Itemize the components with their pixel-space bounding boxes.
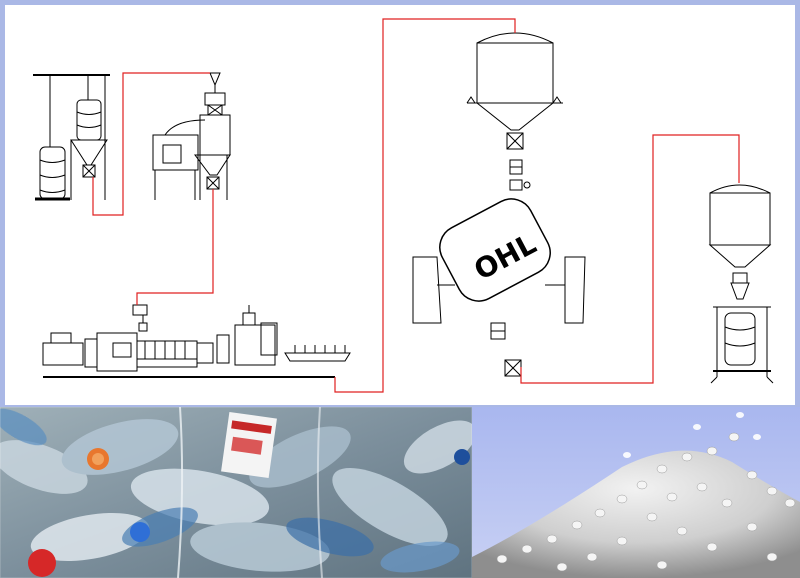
photo-plastic-bottles bbox=[0, 407, 472, 578]
bagging-station bbox=[711, 307, 773, 383]
pelletizer-icon bbox=[235, 325, 275, 365]
dryer-unit bbox=[153, 73, 230, 200]
plastic-pellet-pile-icon bbox=[472, 407, 800, 578]
bottle-cap-icon bbox=[130, 522, 150, 542]
bottle-cap-icon bbox=[454, 449, 470, 465]
feed-hopper bbox=[133, 305, 147, 315]
hopper-icon bbox=[71, 140, 107, 165]
process-diagram: OHL bbox=[5, 5, 795, 405]
cooling-conveyor bbox=[285, 353, 350, 361]
conveying-line-2 bbox=[137, 189, 213, 305]
slide-gate bbox=[510, 180, 522, 190]
conveying-line-1 bbox=[93, 73, 210, 215]
process-diagram-panel: OHL bbox=[5, 5, 795, 405]
ohl-logo: OHL bbox=[469, 227, 542, 287]
tumble-blender bbox=[413, 191, 585, 376]
storage-silo-2 bbox=[710, 185, 770, 299]
storage-silo-1 bbox=[467, 33, 563, 190]
conveying-line-4 bbox=[521, 135, 739, 383]
slide-gate bbox=[733, 273, 747, 283]
brand-logo-text: OHL bbox=[469, 227, 542, 287]
conveying-lines bbox=[93, 19, 739, 392]
motor-icon bbox=[43, 343, 83, 365]
feed-hopper bbox=[205, 93, 225, 105]
screen-changer bbox=[217, 335, 229, 363]
bigbag-icon bbox=[725, 313, 755, 365]
extrusion-line bbox=[43, 305, 350, 377]
bottle-cap-icon bbox=[28, 549, 56, 577]
photo-plastic-pellets bbox=[472, 407, 800, 578]
bigbag-unloading-station bbox=[33, 75, 110, 200]
extruder-barrel bbox=[137, 341, 197, 359]
bigbag-icon bbox=[77, 100, 101, 140]
conveying-line-3 bbox=[335, 19, 515, 392]
dryer-cabinet bbox=[153, 135, 198, 170]
baled-plastic-bottles-icon bbox=[0, 407, 472, 578]
